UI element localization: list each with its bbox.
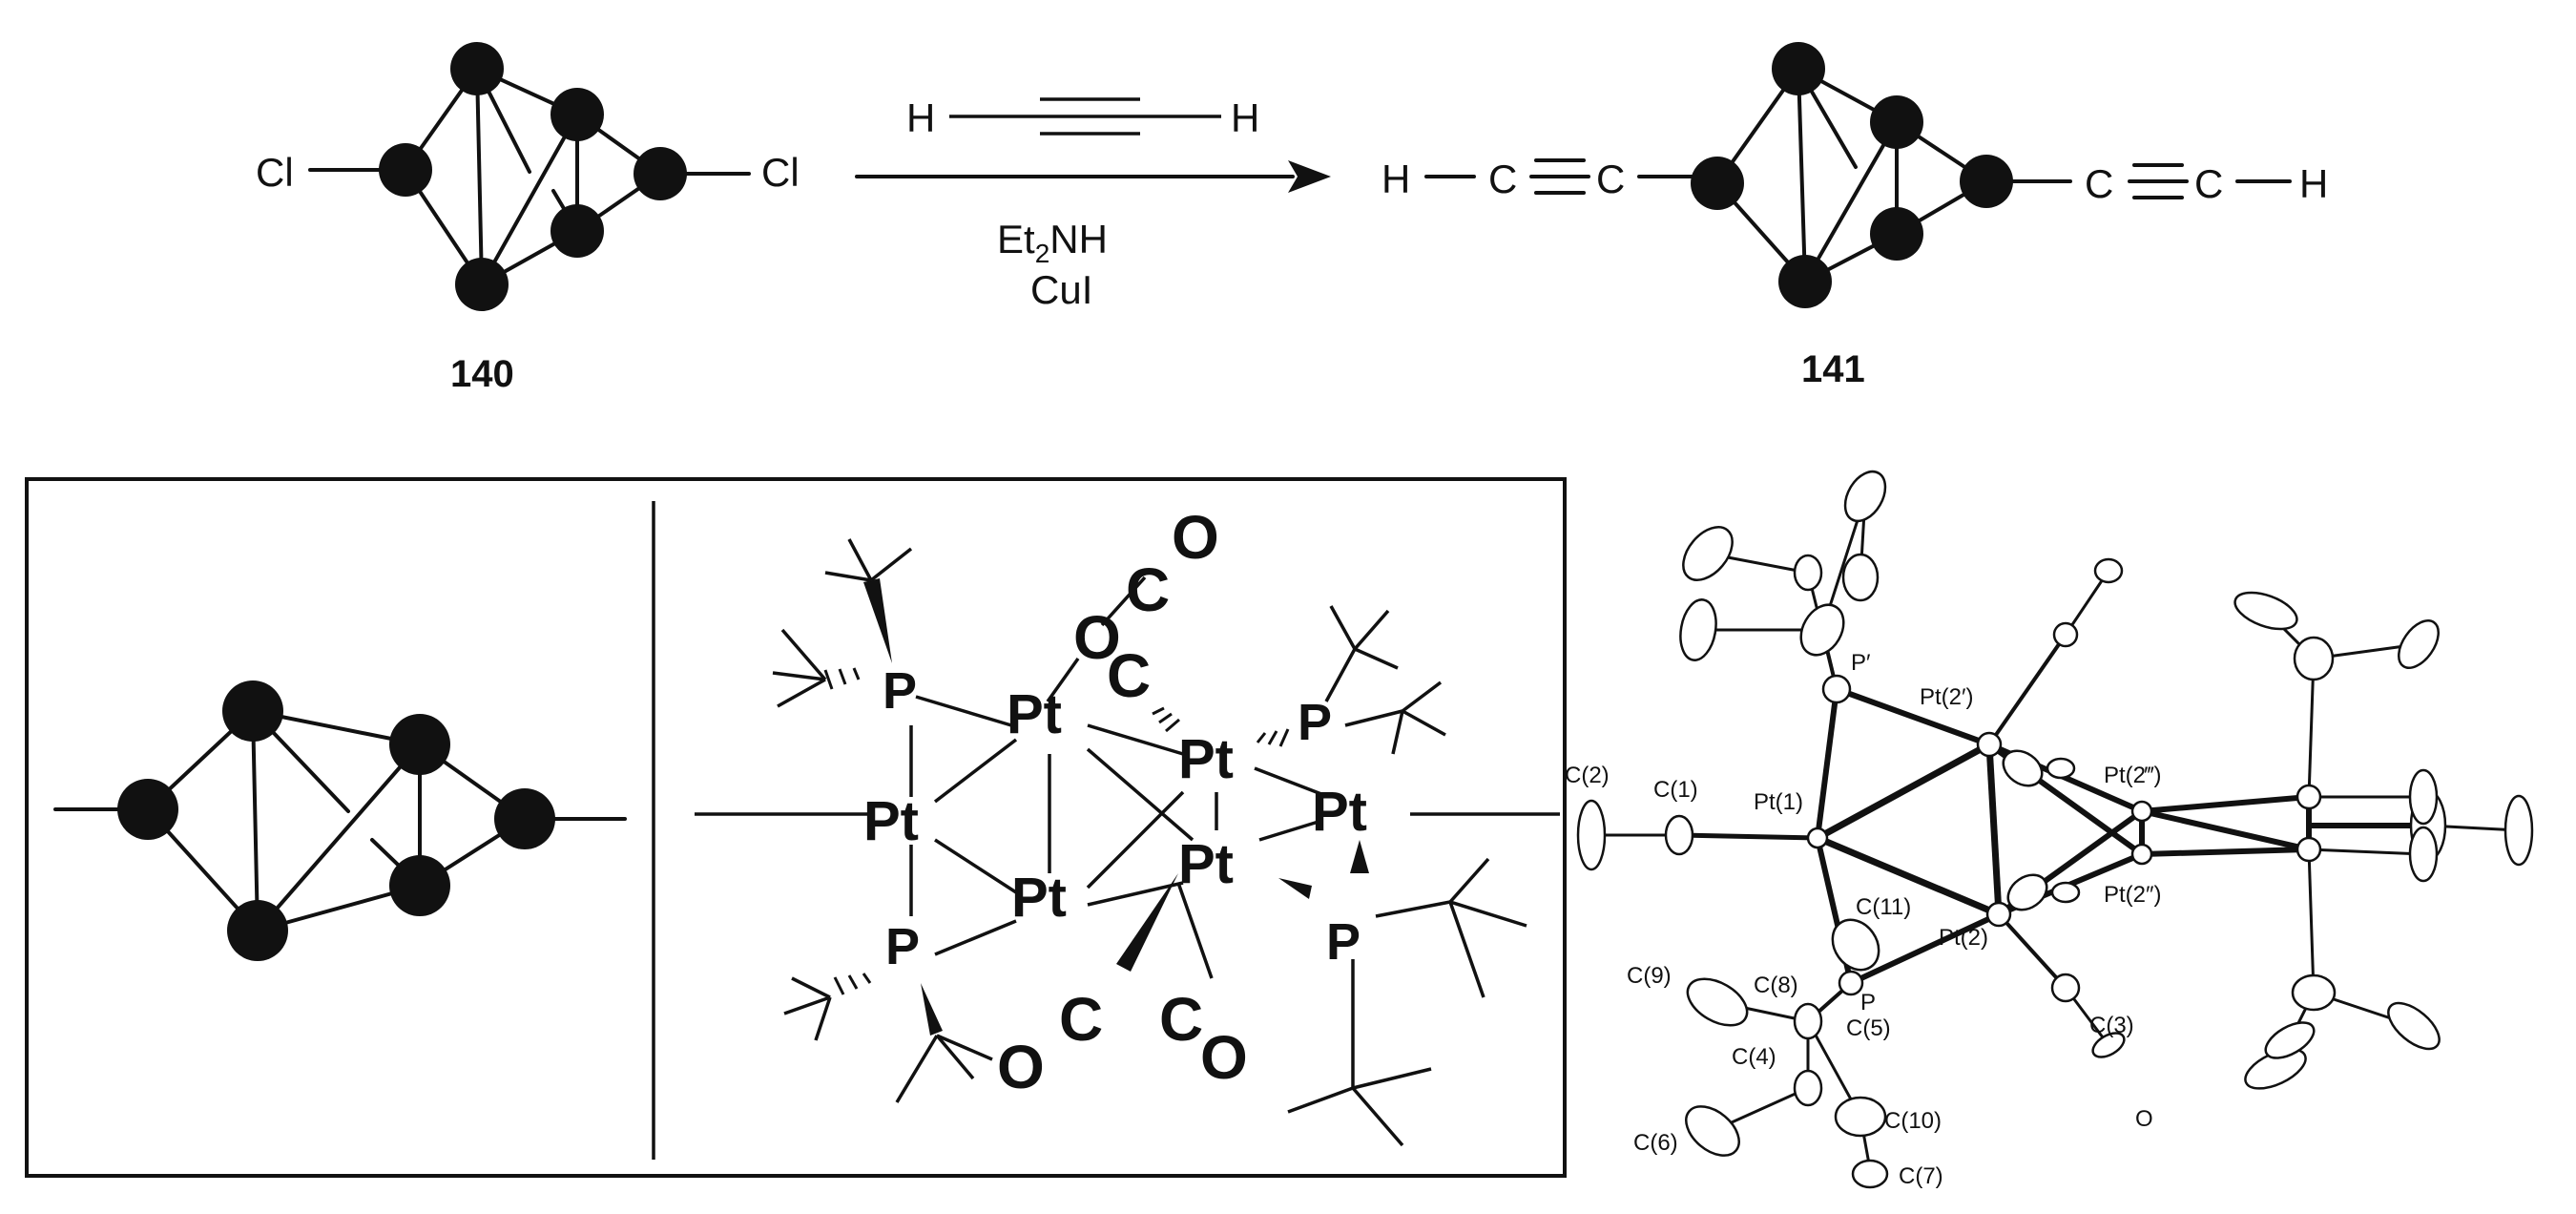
ortep-label-pt2-prime: Pt(2′) (1920, 684, 1974, 710)
conditions-base: Et2NH (997, 217, 1108, 268)
ortep-label-pt2: Pt(2) (1939, 925, 1988, 951)
p-label-bottom-left: P (885, 918, 920, 975)
ortep-label-pt2-double-prime: Pt(2″) (2104, 882, 2162, 908)
ortep-label-c8: C(8) (1754, 973, 1798, 998)
ortep-label-c10: C(10) (1884, 1108, 1942, 1134)
reaction-arrow (855, 160, 1331, 193)
product-left-c2: C (1596, 157, 1625, 201)
ortep-ellipsoids (1576, 470, 2534, 1189)
acetylene-reagent (949, 97, 1221, 136)
p-label-top-right: P (1298, 694, 1332, 751)
ortep-label-c3: C(3) (2089, 1013, 2134, 1038)
ortep-label-c4: C(4) (1732, 1044, 1776, 1070)
carbonyl-bottom-left-c: C (1059, 985, 1103, 1054)
product-right-c1: C (2085, 161, 2113, 206)
ortep-label-c2: C(2) (1565, 763, 1610, 788)
framed-box (25, 477, 1567, 1178)
core-schematic (53, 680, 627, 961)
carbonyl-bottom-left-o: O (997, 1033, 1045, 1101)
carbonyl-top-o: O (1172, 503, 1219, 572)
ortep-label-pt2-triple-prime: Pt(2‴) (2104, 763, 2162, 788)
ortep-label-c6: C(6) (1633, 1130, 1678, 1156)
product-left-c1: C (1488, 157, 1517, 201)
carbonyl-bridge-c: C (1107, 641, 1151, 710)
product-left-terminal-h: H (1381, 157, 1410, 201)
p-label-top-left: P (883, 662, 917, 720)
ortep-label-o: O (2135, 1106, 2153, 1132)
ortep-label-p: P (1860, 990, 1876, 1015)
acetylene-left-h: H (906, 95, 935, 140)
acetylene-right-h: H (1231, 95, 1259, 140)
pt-label-far-right: Pt (1312, 781, 1367, 843)
conditions-catalyst: CuI (1030, 267, 1092, 312)
product-right-terminal-h: H (2299, 161, 2328, 206)
pt-label-upper-right: Pt (1178, 728, 1234, 790)
ortep-label-pt1: Pt(1) (1754, 789, 1803, 815)
carbonyl-bottom-right-o: O (1200, 1023, 1248, 1092)
ortep-label-c11: C(11) (1856, 894, 1911, 920)
reactant-left-cl: Cl (256, 150, 294, 195)
pt-label-bottom: Pt (1011, 867, 1067, 929)
ortep-label-c1: C(1) (1653, 777, 1698, 803)
carbonyl-bridge-o: O (1073, 603, 1121, 672)
carbonyl-bottom-right-c: C (1159, 985, 1203, 1054)
pt-label-center-right: Pt (1178, 833, 1234, 895)
ortep-label-c7: C(7) (1899, 1163, 1943, 1189)
product-right-c2: C (2194, 161, 2223, 206)
p-label-bottom-right: P (1326, 913, 1361, 971)
ortep-bonds (1591, 495, 2520, 1170)
cluster-bonds (695, 538, 1560, 1147)
pt-label-top: Pt (1007, 683, 1062, 745)
ortep-label-c5: C(5) (1846, 1015, 1891, 1041)
ortep-label-p-prime: P′ (1851, 650, 1871, 676)
reactant-label: 140 (450, 353, 514, 395)
ortep-label-c9: C(9) (1627, 963, 1672, 989)
carbonyl-top-c: C (1126, 555, 1170, 624)
reactant-right-cl: Cl (761, 150, 800, 195)
reactant-140-structure (308, 42, 751, 311)
product-label: 141 (1801, 348, 1865, 390)
pt-label-left: Pt (863, 790, 919, 852)
product-141-structure (1424, 42, 2292, 308)
